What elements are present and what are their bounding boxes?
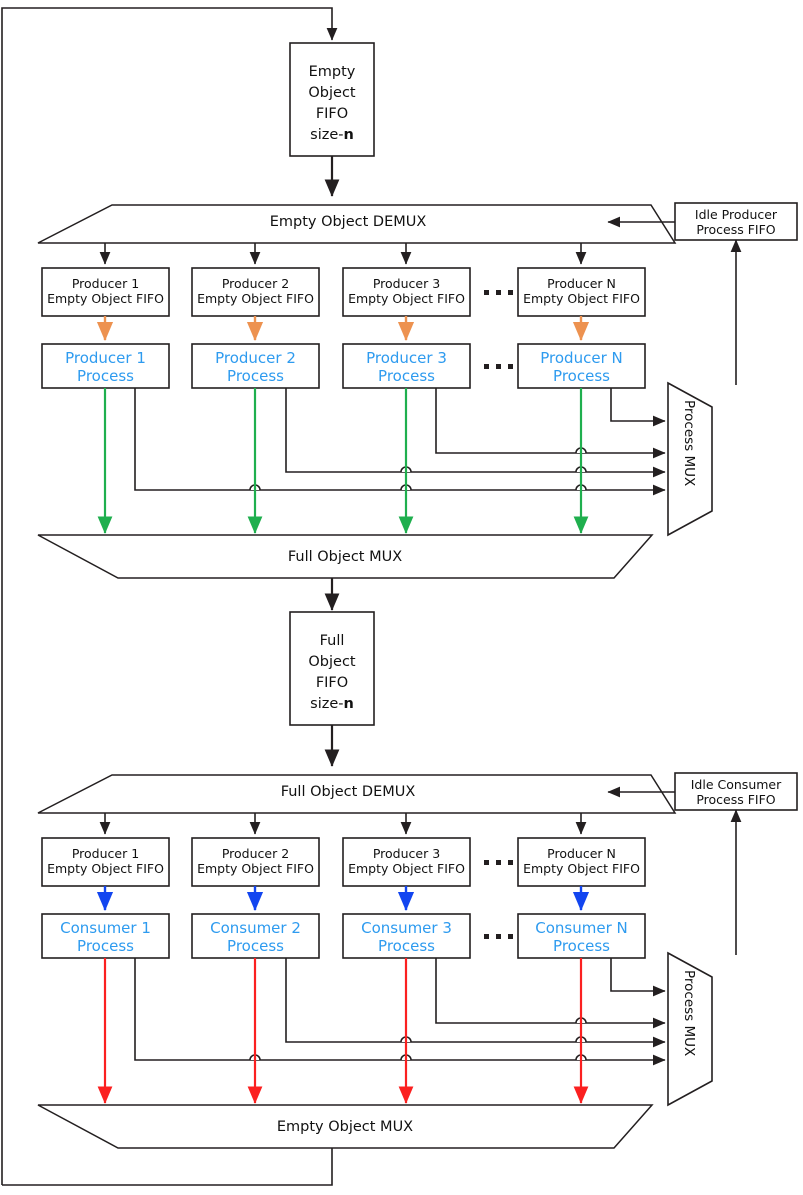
idle-consumer-fifo-box <box>674 772 798 811</box>
full-object-mux-shape <box>37 534 654 579</box>
top-process-mux-shape <box>667 381 713 537</box>
producer-process-box-1 <box>41 343 170 389</box>
producer-fifo-box-3 <box>342 267 471 317</box>
producer-fifo-box-1 <box>41 267 170 317</box>
full-object-demux-shape <box>37 774 677 814</box>
cons1-to-mux-route <box>134 958 666 1066</box>
producer-process-box-n <box>517 343 646 389</box>
outer-feedback-loop <box>1 7 338 1186</box>
consumer-fifo-box-2 <box>191 837 320 887</box>
producer-process-box-3 <box>342 343 471 389</box>
procN-to-mux-route <box>610 388 666 427</box>
empty-object-demux-shape <box>37 204 677 244</box>
proc2-to-mux-route <box>285 388 666 478</box>
bottom-process-mux-shape <box>667 951 713 1107</box>
consumer-process-box-2 <box>191 913 320 959</box>
proc1-to-mux-route <box>134 388 666 496</box>
proc3-to-mux-route <box>435 388 666 459</box>
producer-fifo-box-n <box>517 267 646 317</box>
ellipsis-dots <box>484 290 513 939</box>
producer-process-box-2 <box>191 343 320 389</box>
consumer-fifo-box-1 <box>41 837 170 887</box>
consumer-process-box-3 <box>342 913 471 959</box>
cons2-to-mux-route <box>285 958 666 1048</box>
bottom-process-mux-label: Process MUX <box>681 970 697 1057</box>
idle-producer-fifo-box <box>674 202 798 241</box>
top-process-mux-label: Process MUX <box>681 400 697 487</box>
empty-object-mux-shape <box>37 1104 654 1149</box>
consumer-fifo-box-3 <box>342 837 471 887</box>
consumer-process-box-1 <box>41 913 170 959</box>
empty-object-fifo-box <box>289 42 375 157</box>
consumer-process-box-n <box>517 913 646 959</box>
consN-to-mux-route <box>610 958 666 997</box>
producer-fifo-box-2 <box>191 267 320 317</box>
consumer-fifo-box-n <box>517 837 646 887</box>
full-object-fifo-box <box>289 611 375 726</box>
cons3-to-mux-route <box>435 958 666 1029</box>
